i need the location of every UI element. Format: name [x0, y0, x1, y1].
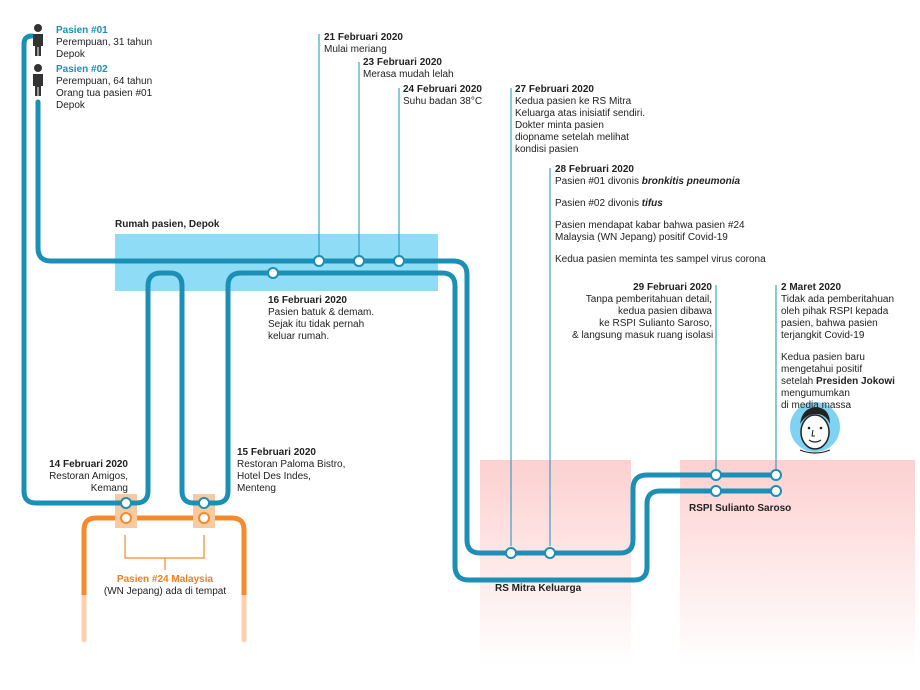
patient24-line [81, 515, 247, 643]
event-text: kondisi pasien [515, 144, 579, 155]
person-icon [33, 24, 43, 56]
patient1-detail: Depok [56, 49, 85, 60]
event-date: 2 Maret 2020 [781, 282, 842, 293]
event-text: Hotel Des Indes, [237, 471, 311, 482]
event-connectors [318, 34, 777, 546]
event-feb21: 21 Februari 2020 Mulai meriang [324, 32, 403, 56]
event-feb15: 15 Februari 2020 Restoran Paloma Bistro,… [237, 447, 345, 495]
event-feb16: 16 Februari 2020 Pasien batuk & demam. S… [268, 295, 374, 343]
event-text: Pasien mendapat kabar bahwa pasien #24 [555, 220, 745, 231]
event-text: Merasa mudah lelah [363, 69, 454, 80]
event-text: kedua pasien dibawa [618, 306, 712, 317]
event-text: Malaysia (WN Jepang) positif Covid-19 [555, 232, 728, 243]
event-feb24: 24 Februari 2020 Suhu badan 38°C [403, 84, 482, 108]
event-date: 16 Februari 2020 [268, 295, 347, 306]
event-date: 29 Februari 2020 [633, 282, 712, 293]
event-text: Pasien #02 divonis [555, 198, 642, 209]
patient1-route [21, 33, 781, 583]
restaurant-nodes [120, 512, 210, 524]
patient24-fade-left [78, 595, 92, 645]
event-date: 27 Februari 2020 [515, 84, 594, 95]
event-text: terjangkit Covid-19 [781, 330, 865, 341]
event-text: oleh pihak RSPI kepada [781, 306, 889, 317]
event-text: Kedua pasien meminta tes sampel virus co… [555, 254, 766, 265]
person-icon [33, 64, 43, 96]
patient2-detail: Depok [56, 100, 85, 111]
diagnosis-text: bronkitis pneumonia [641, 176, 741, 187]
event-unit: °C [470, 96, 483, 107]
event-text: Mulai meriang [324, 44, 387, 55]
event-feb28: 28 Februari 2020 Pasien #01 divonis bron… [555, 164, 766, 266]
event-text: Sejak itu tidak pernah [268, 319, 365, 330]
patient2-name: Pasien #02 [56, 64, 108, 75]
hospital1-label: RS Mitra Keluarga [495, 583, 582, 594]
event-text: Keluarga atas inisiatif sendiri. [515, 108, 646, 119]
diagnosis-text: tifus [641, 198, 663, 209]
patient2-route [35, 99, 781, 556]
event-date: 21 Februari 2020 [324, 32, 403, 43]
patient24-bracket [124, 535, 205, 570]
patient1-name: Pasien #01 [56, 25, 108, 36]
patient1-label: Pasien #01 Perempuan, 31 tahun Depok [56, 25, 152, 61]
event-text: Pasien #01 divonis [555, 176, 642, 187]
event-text: setelah [781, 376, 817, 387]
event-text: & langsung masuk ruang isolasi [572, 330, 714, 341]
event-date: 28 Februari 2020 [555, 164, 634, 175]
event-feb14: 14 Februari 2020 Restoran Amigos, Kemang [20, 459, 128, 495]
event-text: mengumumkan [781, 388, 850, 399]
hospital1-zone [480, 460, 631, 665]
patient2-detail: Orang tua pasien #01 [56, 88, 153, 99]
event-text: diopname setelah melihat [515, 132, 629, 143]
patient2-label: Pasien #02 Perempuan, 64 tahun Orang tua… [56, 64, 152, 112]
event-text: Dokter minta pasien [515, 120, 604, 131]
event-text: Tanpa pemberitahuan detail, [585, 294, 712, 305]
event-nodes [120, 255, 782, 559]
event-date: 24 Februari 2020 [403, 84, 482, 95]
patient24-label: Pasien #24 Malaysia (WN Jepang) ada di t… [90, 574, 240, 598]
hospital2-label: RSPI Sulianto Saroso [689, 503, 792, 514]
home-label: Rumah pasien, Depok [115, 219, 220, 230]
event-text: Pasien batuk & demam. [268, 307, 375, 318]
patient2-detail: Perempuan, 64 tahun [56, 76, 153, 87]
event-date: 14 Februari 2020 [49, 459, 128, 470]
event-text: mengetahui positif [781, 364, 863, 375]
event-feb29: 29 Februari 2020 Tanpa pemberitahuan det… [572, 282, 714, 342]
event-date: 15 Februari 2020 [237, 447, 316, 458]
jokowi-portrait-icon [790, 402, 840, 454]
event-date: 23 Februari 2020 [363, 57, 442, 68]
event-text: Kedua pasien baru [781, 352, 865, 363]
event-mar2: 2 Maret 2020 Tidak ada pemberitahuan ole… [781, 282, 895, 412]
event-text: Suhu badan 38 [403, 96, 471, 107]
president-name: Presiden Jokowi [816, 376, 895, 387]
event-text: Restoran Amigos, [49, 471, 128, 482]
event-feb27: 27 Februari 2020 Kedua pasien ke RS Mitr… [515, 84, 645, 156]
event-text: Tidak ada pemberitahuan [781, 294, 895, 305]
event-text: Restoran Paloma Bistro, [237, 459, 346, 470]
event-text: ke RSPI Sulianto Saroso, [599, 318, 712, 329]
event-text: keluar rumah. [268, 331, 330, 342]
event-text: Menteng [237, 483, 276, 494]
event-text: pasien, bahwa pasien [781, 318, 878, 329]
patient24-detail: (WN Jepang) ada di tempat [103, 586, 227, 597]
patient1-detail: Perempuan, 31 tahun [56, 37, 153, 48]
event-text: di media massa [781, 400, 852, 411]
event-text: Kedua pasien ke RS Mitra [515, 96, 632, 107]
patient24-name: Pasien #24 Malaysia [116, 574, 214, 585]
event-text: Kemang [90, 483, 128, 494]
event-feb23: 23 Februari 2020 Merasa mudah lelah [363, 57, 454, 81]
patient24-fade-right [238, 595, 252, 645]
